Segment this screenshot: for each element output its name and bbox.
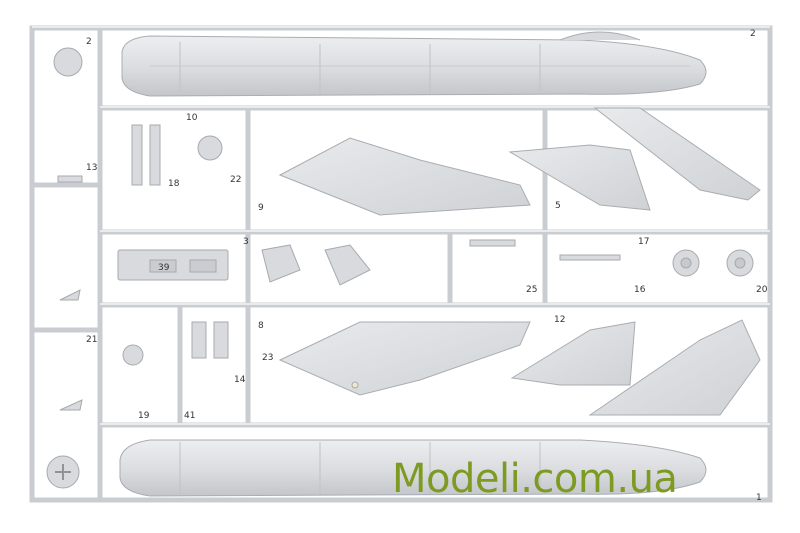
wing-upper-left bbox=[278, 137, 531, 216]
part-number: 2 bbox=[750, 29, 756, 39]
part-number: 10 bbox=[186, 113, 198, 123]
part-number: 39 bbox=[158, 263, 170, 273]
wing-lower-left bbox=[278, 321, 531, 396]
fuselage-lower bbox=[119, 439, 707, 497]
runner-highlight bbox=[32, 26, 770, 425]
fuselage-upper bbox=[121, 31, 707, 97]
part-number: 8 bbox=[258, 321, 264, 331]
stabilizer-lower bbox=[510, 321, 636, 386]
part-number: 19 bbox=[138, 411, 150, 421]
part-number: 9 bbox=[258, 203, 264, 213]
part-number: 16 bbox=[634, 285, 646, 295]
part-number: 25 bbox=[526, 285, 537, 295]
part-number-labels: 2 2 10 13 18 22 9 3 39 5 17 25 16 20 8 2… bbox=[86, 29, 768, 503]
part-number: 23 bbox=[262, 353, 273, 363]
tail-fin-upper bbox=[593, 107, 761, 201]
watermark-text: Modeli.com.ua bbox=[392, 456, 678, 502]
part-number: 21 bbox=[86, 335, 97, 345]
part-number: 14 bbox=[234, 375, 246, 385]
part-number: 13 bbox=[86, 163, 97, 173]
part-number: 17 bbox=[638, 237, 649, 247]
part-number: 5 bbox=[555, 201, 561, 211]
part-number: 41 bbox=[184, 411, 195, 421]
stabilizer-upper bbox=[508, 144, 651, 211]
part-number: 18 bbox=[168, 179, 180, 189]
part-number: 22 bbox=[230, 175, 241, 185]
part-number: 2 bbox=[86, 37, 92, 47]
part-number: 20 bbox=[756, 285, 768, 295]
part-number: 12 bbox=[554, 315, 565, 325]
part-number: 3 bbox=[243, 237, 249, 247]
part-number: 1 bbox=[756, 493, 762, 503]
tail-fin-lower bbox=[588, 319, 761, 416]
small-parts bbox=[46, 47, 754, 489]
